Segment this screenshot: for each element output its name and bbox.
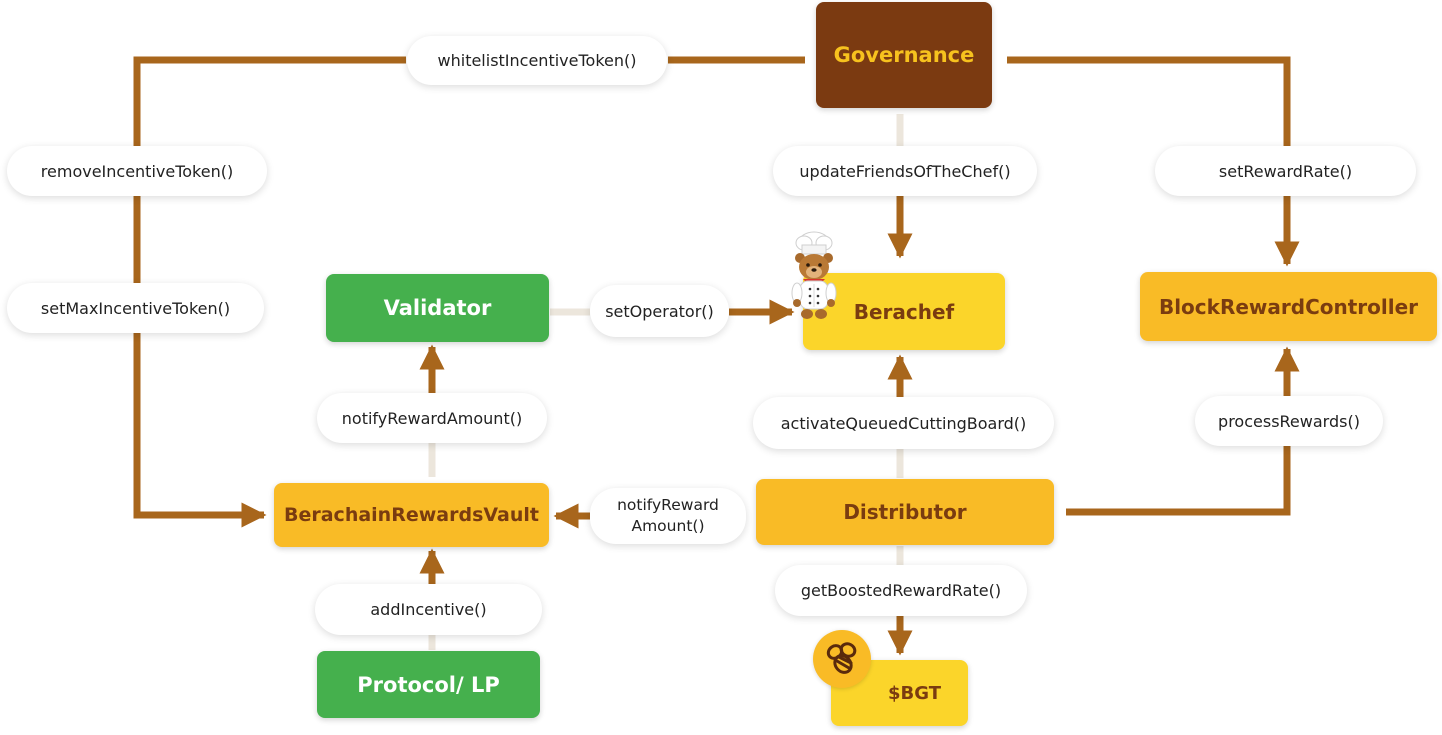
add-incentive-text: addIncentive()	[370, 600, 487, 619]
governance-label: Governance	[833, 43, 975, 67]
governance-to-brc-arrow	[1007, 56, 1291, 146]
validator-label: Validator	[383, 296, 492, 320]
berachef-node: Berachef	[803, 273, 1005, 350]
distributor-label: Distributor	[843, 500, 967, 524]
distributor-node: Distributor	[756, 479, 1054, 545]
faded-stubs	[428, 114, 904, 650]
set-max-incentive-token-text: setMaxIncentiveToken()	[40, 298, 231, 318]
governance-to-vault-arrow-4	[133, 333, 267, 528]
edge-label-notify-reward-amount: notifyRewardAmount()	[317, 393, 547, 443]
edge-label-set-reward-rate: setRewardRate()	[1155, 146, 1416, 196]
protocol-lp-label: Protocol/ LP	[357, 672, 500, 697]
edge-label-get-boosted-reward-rate: getBoostedRewardRate()	[775, 565, 1027, 616]
protocol-lp-node: Protocol/ LP	[317, 651, 540, 718]
edge-label-update-friends-of-the-chef: updateFriendsOfTheChef()	[773, 146, 1037, 196]
block-reward-controller-node: BlockRewardController	[1140, 272, 1437, 341]
activate-queued-cutting-board-text: activateQueuedCuttingBoard()	[780, 413, 1027, 433]
remove-incentive-token-text: removeIncentiveToken()	[40, 161, 234, 181]
set-operator-text: setOperator()	[605, 301, 714, 321]
set-reward-rate-text: setRewardRate()	[1218, 161, 1353, 181]
berachef-label: Berachef	[853, 299, 955, 324]
notify-reward-amount-split-text: notifyReward Amount()	[617, 496, 719, 535]
berachain-rewards-vault-node: BerachainRewardsVault	[274, 483, 549, 547]
notify-reward-amount-text: notifyRewardAmount()	[341, 408, 523, 428]
edge-label-whitelist-incentive-token: whitelistIncentiveToken()	[407, 36, 667, 85]
edge-label-notify-reward-amount-split: notifyReward Amount()	[590, 488, 746, 544]
governance-to-vault-arrow-2	[133, 56, 406, 146]
edge-label-process-rewards: processRewards()	[1195, 396, 1383, 446]
whitelist-incentive-token-text: whitelistIncentiveToken()	[437, 51, 637, 70]
bee-token-icon	[813, 630, 871, 688]
berachain-rewards-vault-label: BerachainRewardsVault	[284, 504, 539, 526]
chef-bear-mascot-icon	[791, 231, 837, 319]
edge-label-set-max-incentive-token: setMaxIncentiveToken()	[7, 283, 264, 333]
governance-node: Governance	[816, 2, 992, 108]
update-friends-of-the-chef-text: updateFriendsOfTheChef()	[799, 161, 1011, 181]
process-rewards-text: processRewards()	[1218, 411, 1360, 431]
edge-label-activate-queued-cutting-board: activateQueuedCuttingBoard()	[753, 397, 1054, 449]
edge-label-add-incentive: addIncentive()	[315, 584, 542, 635]
get-boosted-reward-rate-text: getBoostedRewardRate()	[800, 581, 1002, 600]
distributor-to-brc-arrow	[1066, 446, 1291, 516]
validator-node: Validator	[326, 274, 549, 342]
edge-label-remove-incentive-token: removeIncentiveToken()	[7, 146, 267, 196]
edge-label-set-operator: setOperator()	[590, 285, 729, 337]
bgt-label: $BGT	[888, 682, 941, 704]
block-reward-controller-label: BlockRewardController	[1158, 294, 1419, 319]
